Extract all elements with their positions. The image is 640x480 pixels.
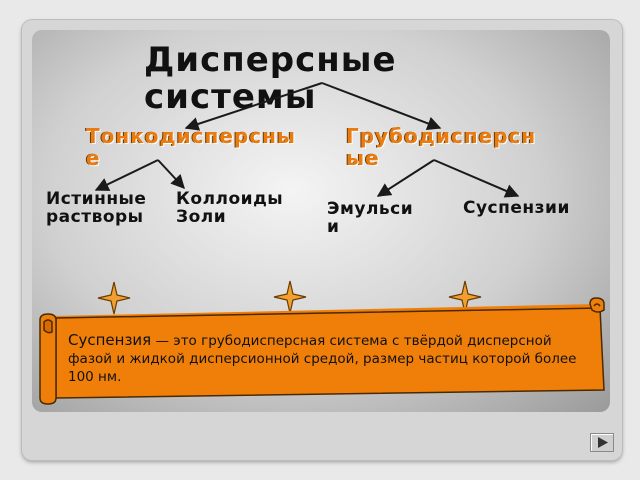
definition-term: Суспензия bbox=[68, 331, 152, 349]
arrow-title-to-coarse bbox=[321, 82, 442, 131]
scroll-banner bbox=[39, 297, 605, 405]
arrow-title-to-fine bbox=[184, 82, 323, 131]
leaf-suspensions: Суспензии bbox=[463, 198, 570, 218]
arrow-coarse-to-suspensions bbox=[433, 159, 520, 198]
star-icon bbox=[97, 281, 131, 315]
arrow-fine-to-colloids bbox=[157, 159, 185, 190]
play-triangle-icon bbox=[598, 437, 608, 448]
arrow-coarse-to-emulsions bbox=[376, 159, 435, 197]
next-slide-button[interactable] bbox=[590, 433, 614, 452]
category-coarse-dispersed: Грубодисперсн ые bbox=[346, 124, 537, 170]
category-fine-dispersed: Тонкодисперсны е bbox=[86, 124, 296, 170]
arrow-fine-to-true bbox=[94, 159, 159, 191]
leaf-colloids: Коллоиды Золи bbox=[176, 189, 284, 228]
leaf-true-solutions: Истинные растворы bbox=[46, 189, 147, 228]
definition-text: Суспензия — это грубодисперсная система … bbox=[68, 330, 590, 387]
star-icon bbox=[273, 280, 307, 314]
diagram-title: Дисперсные системы bbox=[144, 40, 397, 117]
definition-body: — это грубодисперсная система с твёрдой … bbox=[68, 333, 577, 386]
leaf-emulsions: Эмульси и bbox=[327, 199, 414, 238]
